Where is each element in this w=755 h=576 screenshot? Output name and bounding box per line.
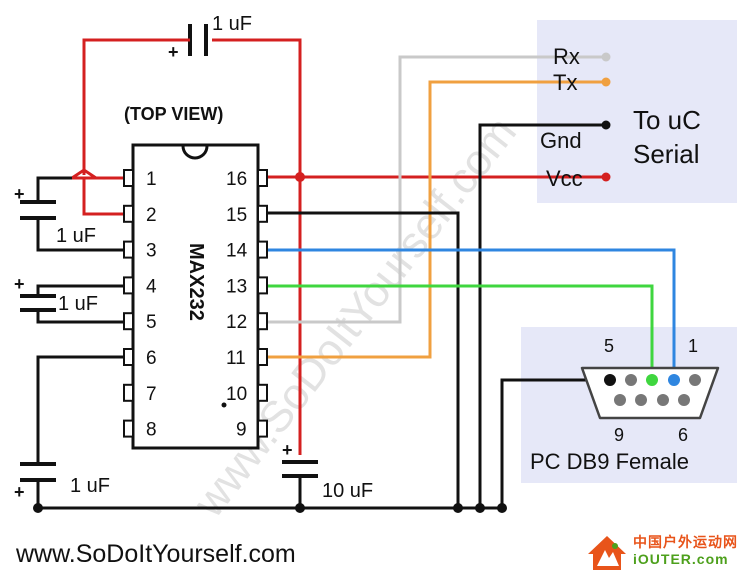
chip-pin-label-11: 11 [226, 348, 246, 369]
logo-cn-text: 中国户外运动网 [633, 535, 738, 551]
chip-pin-label-10: 10 [226, 384, 247, 405]
chip-pin-8 [123, 419, 134, 438]
chip-pin-2 [123, 204, 134, 223]
db9-title: PC DB9 Female [530, 449, 689, 474]
chip-pin-9 [257, 419, 268, 438]
capacitor-c1 [20, 200, 56, 228]
wire-c2-top [36, 284, 124, 296]
chip-pin-16 [257, 169, 268, 187]
chip-pin-label-1: 1 [146, 169, 157, 190]
wire-top-cap-right [212, 38, 302, 176]
cap-c3-polarity: + [14, 482, 25, 502]
chip-pin-label-3: 3 [146, 241, 157, 262]
chip-pin-3 [123, 240, 134, 259]
junction-gnd-db9 [497, 503, 507, 513]
junction-gnd-serial [475, 503, 485, 513]
cap-c1-polarity: + [14, 184, 25, 204]
chip-pin-label-7: 7 [146, 384, 157, 405]
wire-c2-bottom [36, 316, 124, 324]
serial-panel [537, 20, 737, 203]
footer-url[interactable]: www.SoDoItYourself.com [16, 540, 296, 568]
chip-pin-12 [257, 312, 268, 331]
wire-pin6 [36, 355, 124, 462]
db9-connector [580, 366, 720, 420]
cap-c4-polarity: + [282, 440, 293, 460]
cap-c4-label: 10 uF [322, 480, 373, 502]
chip-name: MAX232 [185, 243, 207, 321]
chip-pin-label-13: 13 [226, 276, 247, 297]
capacitor-c4 [282, 460, 318, 478]
db9-pin9-label: 9 [614, 425, 624, 445]
cap-c3-label: 1 uF [70, 475, 110, 497]
junction-gnd-pin15 [453, 503, 463, 513]
chip-pin-11 [257, 348, 268, 366]
cap-c2-label: 1 uF [58, 293, 98, 315]
wire-gnd-db9 [500, 378, 610, 508]
chip-pin-7 [123, 383, 134, 402]
chip-pin-label-16: 16 [226, 169, 247, 190]
site-logo: 中国户外运动网 iOUTER.com [585, 530, 753, 574]
top-view-label: (TOP VIEW) [124, 104, 223, 124]
serial-title-line2: Serial [633, 139, 699, 169]
wire-top-cap-left [82, 38, 188, 175]
chip-pin-4 [123, 276, 134, 295]
cap-top-polarity: + [168, 42, 179, 62]
chip-pin-6 [123, 348, 134, 366]
serial-rx-pin [601, 52, 611, 62]
wire-rx [266, 55, 604, 324]
chip-pin-1 [123, 169, 134, 187]
chip-pin-label-9: 9 [236, 420, 247, 441]
serial-tx-label: Tx [553, 70, 577, 95]
capacitor-c2 [20, 294, 56, 316]
chip-pin-label-14: 14 [226, 241, 248, 262]
chip-pin-label-5: 5 [146, 312, 157, 333]
chip-pin-14 [257, 240, 268, 259]
wire-pin1-branch [71, 168, 97, 180]
serial-tx-pin [601, 77, 611, 87]
chip-dot [221, 402, 227, 408]
capacitor-top [188, 24, 208, 56]
chip-pin-10 [257, 383, 268, 402]
db9-pin5-label: 5 [604, 336, 614, 356]
serial-vcc-label: Vcc [546, 166, 583, 191]
serial-rx-label: Rx [553, 44, 580, 69]
chip-pin-label-2: 2 [146, 205, 157, 226]
wire-pin13 [266, 284, 654, 380]
chip-pin-label-4: 4 [146, 276, 157, 297]
chip-pin-label-6: 6 [146, 348, 157, 369]
max232-chip [131, 143, 260, 450]
chip-pin-label-15: 15 [226, 205, 247, 226]
chip-pin-label-8: 8 [146, 420, 157, 441]
serial-title-line1: To uC [633, 105, 701, 135]
chip-pin-13 [257, 276, 268, 295]
chip-pin-5 [123, 312, 134, 331]
serial-gnd-label: Gnd [540, 128, 582, 153]
logo-house-icon [588, 536, 626, 570]
junction-vcc [295, 172, 305, 182]
cap-c2-polarity: + [14, 274, 25, 294]
wire-pin14 [266, 248, 676, 380]
chip-pin-label-12: 12 [226, 312, 247, 333]
db9-pin6-label: 6 [678, 425, 688, 445]
wire-tx [266, 80, 604, 359]
wire-pin2 [82, 178, 124, 216]
wire-c1-bottom [36, 228, 124, 252]
capacitor-c3 [20, 462, 56, 482]
cap-top-label: 1 uF [212, 13, 252, 35]
right-pin-boxes: 16 15 14 13 12 11 10 9 [226, 169, 268, 441]
logo-en-text: iOUTER.com [633, 551, 729, 567]
junction-gnd-left [33, 503, 43, 513]
db9-pin1-label: 1 [688, 336, 698, 356]
chip-pin-15 [257, 204, 268, 223]
cap-c1-label: 1 uF [56, 225, 96, 247]
wire-gnd-serial [478, 123, 604, 508]
junction-gnd-10uf [295, 503, 305, 513]
left-pin-boxes: 1 2 3 4 5 6 7 8 [123, 169, 157, 441]
serial-vcc-pin [601, 172, 611, 182]
wire-pin15 [266, 211, 460, 508]
wire-c1-top [36, 176, 72, 200]
serial-gnd-pin [601, 120, 611, 130]
